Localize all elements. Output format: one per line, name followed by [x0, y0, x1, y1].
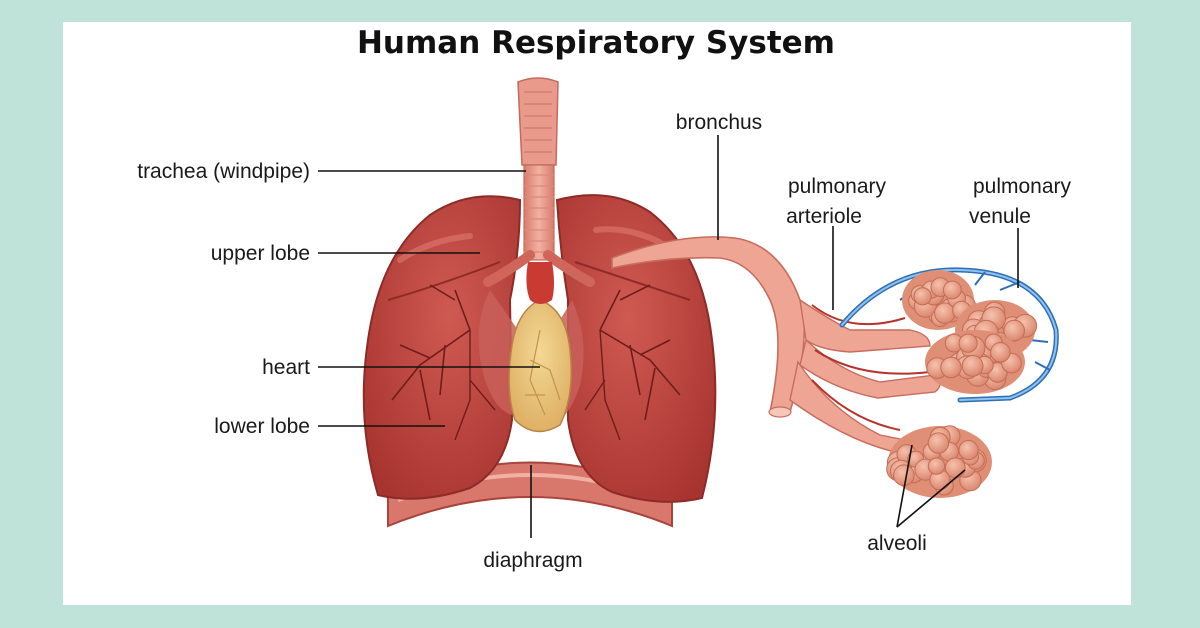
label-lower-lobe: lower lobe — [214, 415, 310, 438]
alveolus-bubble — [961, 355, 984, 377]
label-upper-lobe: upper lobe — [211, 242, 310, 265]
heart-shape — [478, 290, 584, 433]
label-alveoli: alveoli — [867, 532, 927, 555]
right-lung — [555, 194, 717, 503]
page-title: Human Respiratory System — [357, 25, 835, 61]
alveolus-bubble — [927, 457, 946, 475]
alveolus-bubble — [958, 333, 978, 353]
alveolus-bubble — [927, 432, 950, 454]
label-trachea: trachea (windpipe) — [137, 160, 310, 183]
label-bronchus: bronchus — [676, 111, 762, 134]
label-pulmonary-venule-line2: venule — [969, 205, 1031, 228]
alveolus-bubble — [1003, 319, 1026, 342]
label-diaphragm: diaphragm — [483, 549, 582, 572]
alveolus-bubble — [940, 356, 962, 379]
label-pulmonary-venule-line1: pulmonary — [973, 175, 1072, 198]
label-heart: heart — [262, 356, 310, 379]
alveolus-bubble — [958, 440, 979, 461]
label-pulmonary-arteriole-line2: arteriole — [786, 205, 862, 228]
trachea-shape — [483, 77, 595, 304]
leader-lines — [318, 135, 1019, 538]
bronchus-tube — [611, 236, 941, 453]
alveolus-bubble — [990, 342, 1011, 363]
alveolus-bubble — [942, 280, 962, 300]
left-lung — [362, 195, 522, 500]
alveolus-bubble — [893, 464, 915, 487]
alveoli-clusters — [886, 270, 1038, 498]
alveolus-bubble — [913, 287, 932, 306]
label-pulmonary-arteriole-line1: pulmonary — [788, 175, 887, 198]
